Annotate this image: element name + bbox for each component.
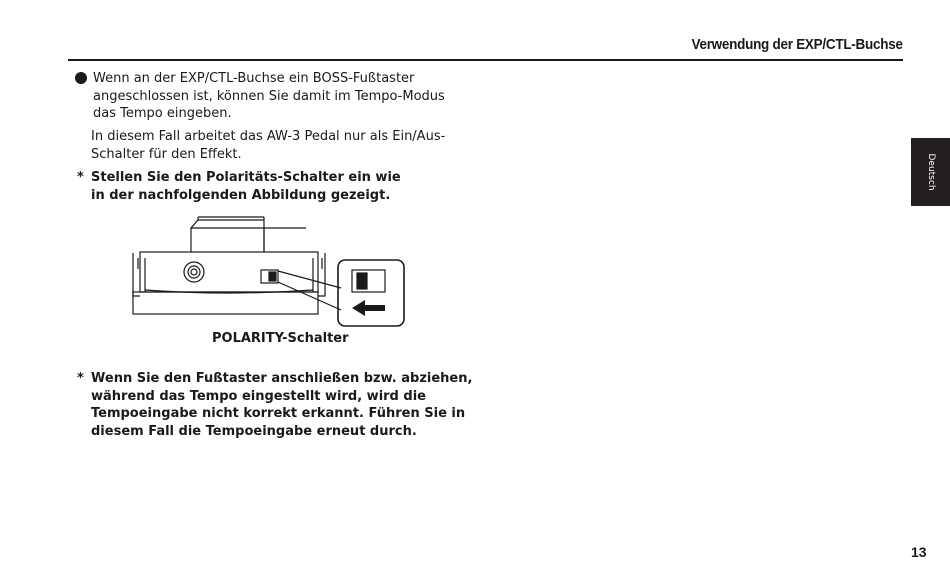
page-title: Verwendung der EXP/CTL-Buchse (691, 36, 903, 53)
note-tempo: Wenn Sie den Fußtaster anschließen bzw. … (91, 371, 473, 439)
language-tab-label: Deutsch (925, 153, 936, 191)
language-tab: Deutsch (911, 138, 950, 206)
callout-box (337, 259, 405, 327)
note-marker-2: * (77, 371, 84, 386)
bullet-icon (75, 72, 87, 84)
header-rule (68, 59, 903, 61)
paragraph-effect-switch: In diesem Fall arbeitet das AW-3 Pedal n… (91, 129, 446, 162)
pedal-body (139, 251, 319, 293)
pedal-base (132, 291, 319, 315)
bullet-paragraph: Wenn an der EXP/CTL-Buchse ein BOSS-Fußt… (93, 71, 445, 121)
polarity-switch-detail (351, 269, 386, 293)
note-marker-1: * (77, 170, 84, 185)
jack-icon (183, 261, 205, 283)
note-polarity: Stellen Sie den Polaritäts-Schalter ein … (91, 170, 401, 203)
pedal-polarity-diagram (132, 216, 405, 327)
figure-caption: POLARITY-Schalter (212, 331, 349, 346)
polarity-switch-small (260, 269, 279, 284)
arrow-left-icon (352, 300, 385, 316)
page-number: 13 (911, 544, 927, 560)
pedal-top-block (190, 219, 265, 252)
